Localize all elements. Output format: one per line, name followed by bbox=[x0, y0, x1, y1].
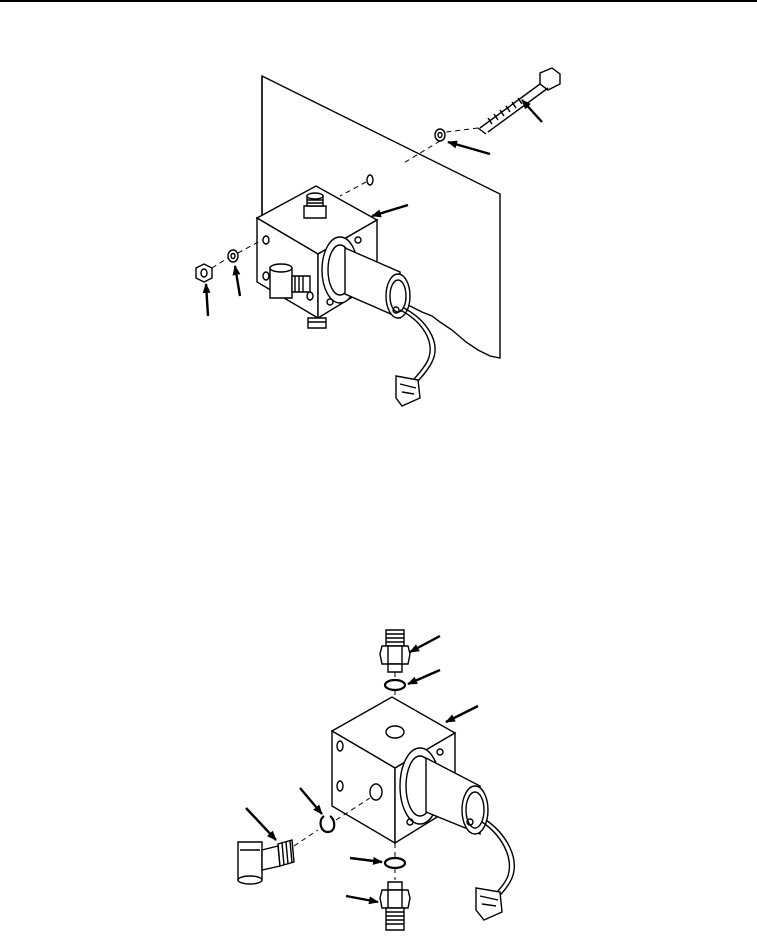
arrow-valve-block-2 bbox=[445, 704, 479, 724]
o-ring-side bbox=[319, 815, 336, 834]
arrow-washer-lower bbox=[232, 265, 242, 297]
solenoid bbox=[399, 747, 489, 836]
washer-lower bbox=[227, 249, 239, 263]
arrow-elbow-fitting bbox=[245, 807, 277, 841]
arrow-valve-block bbox=[371, 203, 409, 218]
elbow-fitting-installed bbox=[269, 263, 311, 299]
arrow-o-ring-side bbox=[299, 787, 323, 815]
solenoid-installed bbox=[321, 236, 411, 320]
arrow-bolt bbox=[521, 99, 543, 123]
arrow-nut bbox=[202, 283, 211, 317]
figure-exploded-valve bbox=[237, 629, 515, 931]
top-fitting-installed bbox=[303, 192, 327, 219]
washer-upper bbox=[434, 128, 446, 142]
bolt bbox=[477, 67, 561, 135]
elbow-fitting bbox=[237, 839, 295, 885]
nut-lower bbox=[195, 263, 213, 283]
bottom-fitting bbox=[379, 881, 411, 931]
o-ring-bottom bbox=[383, 856, 407, 870]
o-ring-top bbox=[383, 678, 407, 692]
arrow-washer-upper bbox=[447, 140, 491, 156]
cable-connector-installed bbox=[395, 307, 436, 407]
arrow-bottom-fitting bbox=[345, 894, 379, 905]
arrow-o-ring-bottom bbox=[349, 856, 383, 865]
top-rule bbox=[0, 0, 757, 2]
cable-connector bbox=[475, 819, 515, 921]
bottom-fitting-installed bbox=[307, 317, 327, 329]
arrow-o-ring-top bbox=[407, 668, 441, 686]
arrow-top-fitting bbox=[409, 634, 441, 654]
top-fitting bbox=[379, 629, 411, 673]
figure-installed-valve bbox=[195, 67, 561, 407]
